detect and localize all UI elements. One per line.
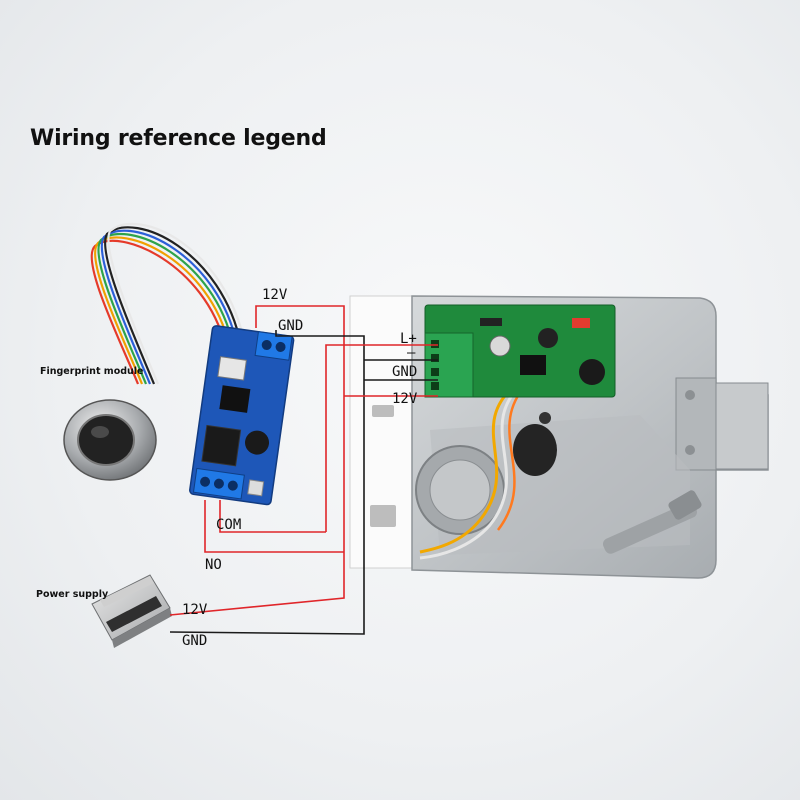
motor-face bbox=[429, 459, 491, 521]
label-no: NO bbox=[205, 557, 222, 573]
board-buzzer bbox=[245, 430, 270, 455]
label-lock-gnd: GND bbox=[392, 364, 418, 380]
terminal-screw bbox=[275, 341, 286, 352]
faceplate-slot bbox=[370, 505, 396, 527]
ribbon-wire bbox=[100, 229, 239, 385]
buzzer bbox=[579, 359, 605, 385]
button bbox=[247, 479, 265, 497]
ribbon-wire bbox=[90, 239, 227, 385]
wire-lock-l-plus bbox=[325, 344, 438, 532]
lock-wire-white bbox=[419, 389, 518, 560]
label-psu-12v: 12V bbox=[182, 602, 208, 618]
fingerprint-module-label: Fingerprint module bbox=[40, 366, 144, 377]
label-lock-12v: 12V bbox=[392, 391, 418, 407]
chip-small bbox=[480, 318, 502, 326]
lock-wire-orange bbox=[497, 389, 523, 531]
label-psu-gnd: GND bbox=[182, 633, 208, 649]
terminal-screw bbox=[431, 382, 439, 390]
label-top-12v: 12V bbox=[262, 287, 288, 303]
wire-top-12v bbox=[169, 305, 345, 616]
power-supply-label: Power supply bbox=[36, 589, 109, 600]
spring-rod bbox=[602, 502, 698, 554]
terminal-screw bbox=[200, 476, 211, 487]
ribbon-wire bbox=[97, 233, 235, 385]
connector-red bbox=[572, 318, 590, 328]
lock-bolt bbox=[715, 382, 769, 470]
sensor-glare bbox=[91, 426, 109, 438]
faceplate-slot bbox=[372, 405, 394, 417]
psu-terminal-strip bbox=[106, 596, 162, 632]
controller-board bbox=[189, 325, 295, 506]
ribbon-wire bbox=[107, 222, 247, 385]
terminal-screw bbox=[261, 339, 272, 350]
capacitor-black bbox=[538, 328, 558, 348]
terminal-screw bbox=[431, 340, 439, 348]
module-connector bbox=[217, 356, 247, 381]
wire-com bbox=[219, 500, 326, 533]
wire-no bbox=[204, 500, 344, 553]
page-title: Wiring reference legend bbox=[30, 126, 327, 151]
relay bbox=[201, 424, 242, 467]
lock-wire-yellow bbox=[419, 388, 512, 554]
psu-vent bbox=[100, 576, 154, 607]
screw-icon bbox=[685, 390, 695, 400]
label-top-gnd: GND bbox=[278, 318, 304, 334]
chip bbox=[520, 355, 546, 375]
label-lock-minus: – bbox=[407, 345, 416, 361]
label-lock-l-plus: L+ bbox=[400, 331, 417, 347]
capacitor bbox=[489, 335, 511, 357]
gear-pin bbox=[539, 412, 551, 424]
rod-cap bbox=[668, 490, 702, 520]
terminal-screw bbox=[431, 368, 439, 376]
label-com: COM bbox=[216, 517, 242, 533]
psu-side bbox=[112, 608, 172, 648]
bolt-bracket bbox=[675, 377, 717, 471]
screw-icon bbox=[685, 445, 695, 455]
electric-lock bbox=[349, 295, 769, 579]
terminal-screw bbox=[213, 478, 224, 489]
mcu-chip bbox=[219, 385, 251, 413]
fingerprint-sensor-window bbox=[77, 414, 135, 466]
terminal-screw bbox=[431, 354, 439, 362]
wiring bbox=[169, 305, 438, 635]
ribbon-wire bbox=[94, 236, 231, 385]
power-supply bbox=[91, 574, 172, 648]
gear bbox=[513, 424, 557, 476]
terminal-screw bbox=[227, 480, 238, 491]
fingerprint-module bbox=[63, 222, 247, 481]
wire-top-gnd bbox=[169, 330, 365, 635]
